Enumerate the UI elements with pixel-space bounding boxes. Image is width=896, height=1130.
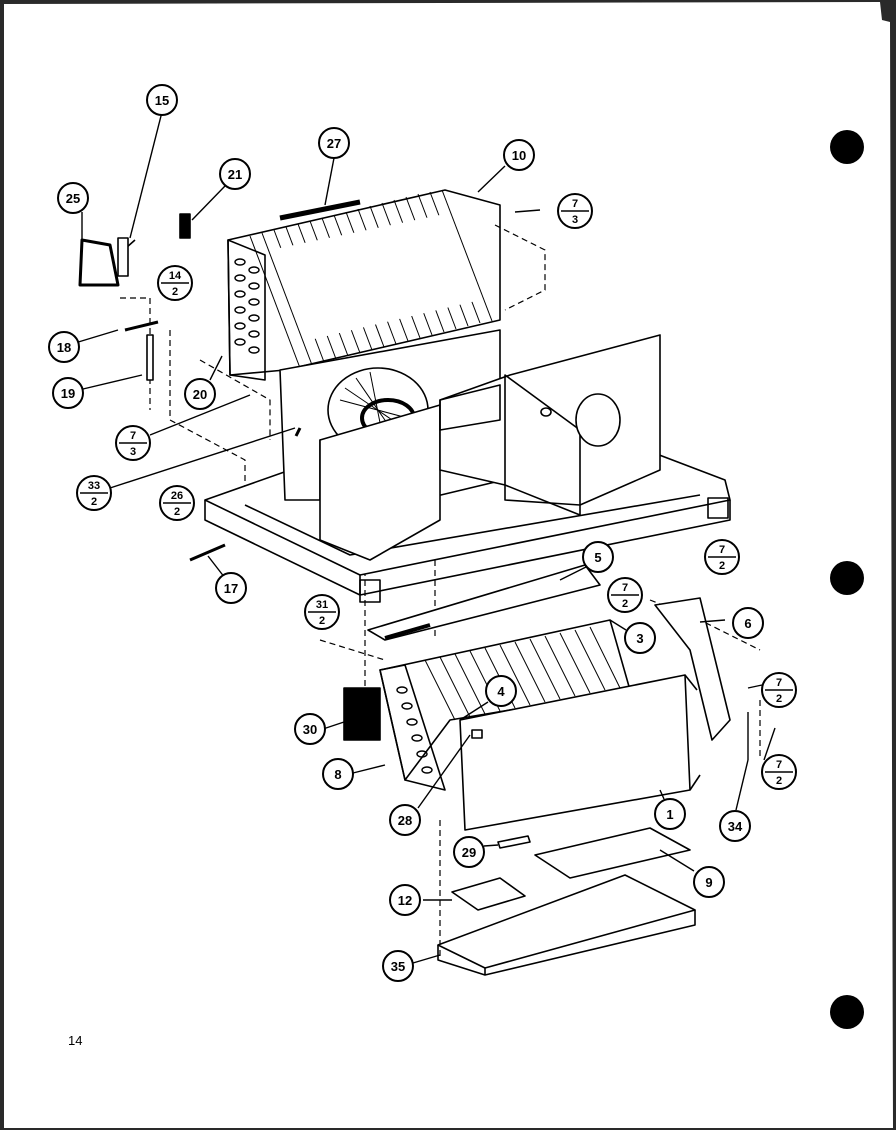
svg-text:7: 7 — [130, 430, 136, 442]
callout-34: 34 — [719, 810, 751, 842]
svg-text:31: 31 — [316, 599, 328, 611]
fraction-callout-7-3-top: 7 3 — [557, 193, 593, 229]
svg-text:5: 5 — [594, 550, 601, 565]
filter-bracket-illustration — [367, 564, 601, 641]
svg-text:3: 3 — [572, 214, 578, 226]
blower-housing-illustration — [279, 329, 501, 561]
svg-text:21: 21 — [228, 167, 242, 182]
svg-text:4: 4 — [497, 684, 505, 699]
svg-text:17: 17 — [224, 581, 238, 596]
svg-text:7: 7 — [776, 677, 782, 689]
svg-text:2: 2 — [319, 615, 325, 627]
svg-text:2: 2 — [776, 775, 782, 787]
svg-text:15: 15 — [155, 93, 169, 108]
paper-sheet — [4, 2, 893, 1128]
svg-text:6: 6 — [744, 616, 751, 631]
callout-9: 9 — [693, 866, 725, 898]
callout-27: 27 — [318, 127, 350, 159]
callout-4: 4 — [485, 675, 517, 707]
svg-text:29: 29 — [462, 845, 476, 860]
svg-text:25: 25 — [66, 191, 80, 206]
callout-12: 12 — [389, 884, 421, 916]
svg-text:7: 7 — [719, 544, 725, 556]
svg-text:27: 27 — [327, 136, 341, 151]
svg-text:34: 34 — [728, 819, 743, 834]
fraction-callout-7-2-lower-right: 7 2 — [761, 754, 797, 790]
side-bracket-illustration — [654, 597, 731, 741]
screw-illustration — [124, 320, 159, 332]
svg-text:9: 9 — [705, 875, 712, 890]
fraction-callout-31-2: 31 2 — [304, 594, 340, 630]
callout-29: 29 — [453, 836, 485, 868]
screw-17-illustration — [189, 543, 226, 562]
svg-text:2: 2 — [719, 560, 725, 572]
svg-text:3: 3 — [636, 631, 643, 646]
callout-35: 35 — [382, 950, 414, 982]
svg-text:2: 2 — [172, 286, 178, 298]
leader-lines — [74, 111, 776, 964]
fraction-callout-7-3-left: 7 3 — [115, 425, 151, 461]
page-number: 14 — [68, 1033, 82, 1048]
callout-30: 30 — [294, 713, 326, 745]
svg-text:7: 7 — [572, 198, 578, 210]
insulation-pad-illustration — [343, 687, 381, 741]
svg-text:33: 33 — [88, 480, 100, 492]
svg-text:2: 2 — [174, 506, 180, 518]
callout-8: 8 — [322, 758, 354, 790]
svg-text:14: 14 — [169, 270, 182, 282]
svg-text:10: 10 — [512, 148, 526, 163]
drier-assembly-illustration — [78, 237, 136, 287]
callout-19: 19 — [52, 377, 84, 409]
svg-text:8: 8 — [334, 767, 341, 782]
svg-text:7: 7 — [776, 759, 782, 771]
svg-text:2: 2 — [91, 496, 97, 508]
callout-20: 20 — [184, 378, 216, 410]
drain-cover-illustration — [534, 827, 691, 879]
svg-text:12: 12 — [398, 893, 412, 908]
callout-15: 15 — [146, 84, 178, 116]
callout-17: 17 — [215, 572, 247, 604]
svg-text:1: 1 — [666, 807, 673, 822]
callout-18: 18 — [48, 331, 80, 363]
svg-text:28: 28 — [398, 813, 412, 828]
callout-1: 1 — [654, 798, 686, 830]
svg-text:35: 35 — [391, 959, 405, 974]
callout-25: 25 — [57, 182, 89, 214]
callout-21: 21 — [219, 158, 251, 190]
fraction-callout-33-2: 33 2 — [76, 475, 112, 511]
fraction-callout-7-2-right: 7 2 — [761, 672, 797, 708]
callout-5: 5 — [582, 541, 614, 573]
callout-10: 10 — [503, 139, 535, 171]
label-plate-illustration — [497, 835, 531, 849]
svg-text:2: 2 — [622, 598, 628, 610]
partition-panel-illustration — [439, 334, 661, 516]
svg-text:7: 7 — [622, 582, 628, 594]
svg-text:19: 19 — [61, 386, 75, 401]
tube-illustration — [146, 334, 154, 381]
fraction-callout-7-2-upper-right: 7 2 — [704, 539, 740, 575]
callout-28: 28 — [389, 804, 421, 836]
binder-hole-bottom — [830, 995, 864, 1029]
svg-text:3: 3 — [130, 446, 136, 458]
callout-3: 3 — [624, 622, 656, 654]
binder-hole-top — [830, 130, 864, 164]
svg-text:2: 2 — [776, 693, 782, 705]
callout-6: 6 — [732, 607, 764, 639]
svg-text:18: 18 — [57, 340, 71, 355]
svg-text:30: 30 — [303, 722, 317, 737]
condenser-coil-illustration — [179, 189, 501, 381]
svg-text:20: 20 — [193, 387, 207, 402]
binder-hole-middle — [830, 561, 864, 595]
fraction-callout-26-2: 26 2 — [159, 485, 195, 521]
seal-strip-illustration — [451, 877, 526, 911]
fraction-callout-7-2-center: 7 2 — [607, 577, 643, 613]
svg-text:26: 26 — [171, 490, 183, 502]
fraction-callout-14-2: 14 2 — [157, 265, 193, 301]
front-panel-illustration — [459, 674, 701, 831]
